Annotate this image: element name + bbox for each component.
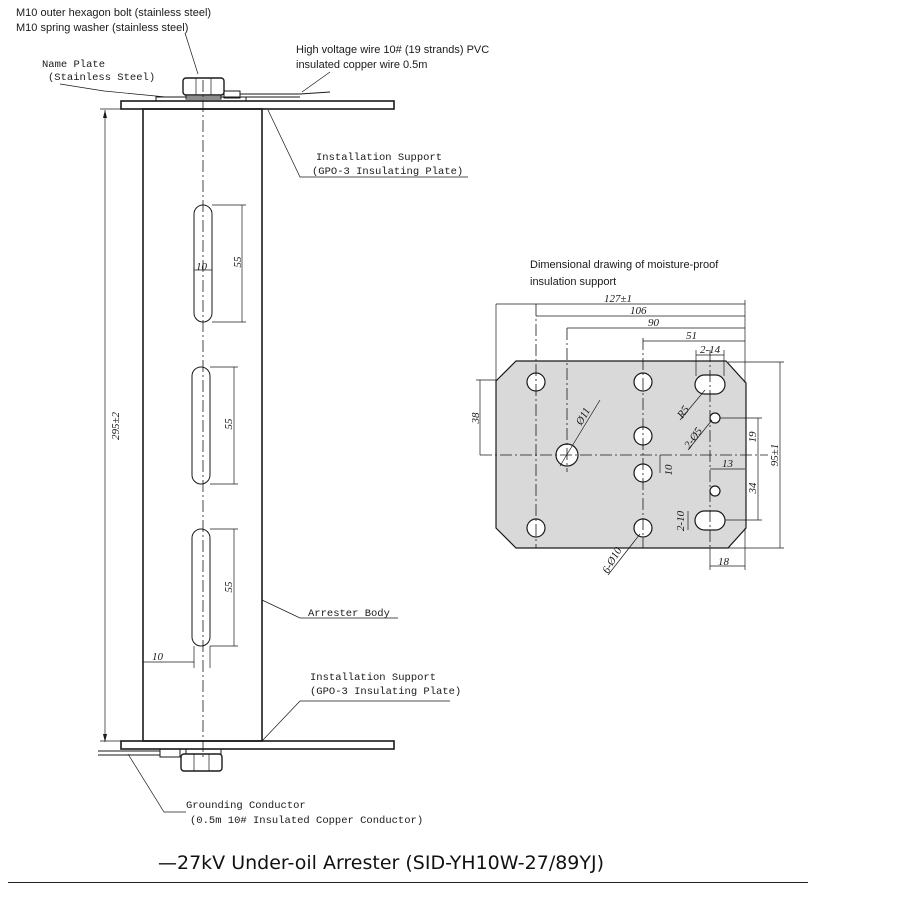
side-view: 295±2 55 10 55 55 10 M10 outer hexagon b [16,7,489,827]
callout-arrester-body: Arrester Body [308,608,390,620]
small-hole-1 [709,412,721,424]
arrester-body [142,108,263,742]
callout-support-bottom-2: (GPO-3 Insulating Plate) [310,686,461,698]
dim-106: 106 [630,305,647,317]
callout-hv-wire-1: High voltage wire 10# (19 strands) PVC [296,44,489,56]
callout-support-top-1: Installation Support [316,152,442,164]
slot-3 [191,528,211,647]
dim-overall-width: 127±1 [604,293,632,305]
name-plate [155,96,247,102]
dim-slot3-length: 55 [223,581,235,593]
callout-grounding-1: Grounding Conductor [186,800,306,812]
dim-2-14: 2-14 [700,344,721,356]
bottom-support-plate [120,740,395,750]
callout-bolt-2: M10 spring washer (stainless steel) [16,22,188,34]
dim-34: 34 [747,482,759,495]
caption-underline [8,882,808,883]
dim-slot1-length: 55 [232,256,244,268]
callout-support-bottom-1: Installation Support [310,672,436,684]
dim-height: 295±2 [110,411,122,440]
plate-title-1: Dimensional drawing of moisture-proof [530,259,719,271]
dim-slot2-length: 55 [223,418,235,430]
plate-view: Dimensional drawing of moisture-proof in… [470,259,784,576]
dim-bottom-offset: 10 [152,651,164,663]
dim-slot-width: 10 [196,261,208,273]
small-hole-2 [709,485,721,497]
slot-2 [191,366,211,485]
top-support-plate [120,100,395,110]
top-hex-bolt [182,77,241,100]
dim-90: 90 [648,317,660,329]
dim-51: 51 [686,330,697,342]
dim-18: 18 [718,556,730,568]
plate-title-2: insulation support [530,276,616,288]
callout-support-top-2: (GPO-3 Insulating Plate) [312,166,463,178]
dim-38: 38 [470,412,482,425]
slot-1 [193,204,213,323]
drawing-caption: —27kV Under-oil Arrester (SID-YH10W-27/8… [158,852,605,874]
callout-name-plate-1: Name Plate [42,59,105,71]
callout-hv-wire-2: insulated copper wire 0.5m [296,59,427,71]
callout-grounding-2: (0.5m 10# Insulated Copper Conductor) [190,815,423,827]
bottom-hex-bolt [159,748,223,772]
callout-bolt-1: M10 outer hexagon bolt (stainless steel) [16,7,211,19]
dim-2-10: 2-10 [675,510,687,531]
dim-6-phi10: 6-Ø10 [600,545,625,576]
dim-19: 19 [747,431,759,443]
dim-overall-height: 95±1 [769,444,781,467]
dim-13: 13 [722,458,734,470]
dim-10: 10 [663,464,675,476]
callout-name-plate-2: (Stainless Steel) [48,72,155,84]
hv-wire [240,91,331,95]
